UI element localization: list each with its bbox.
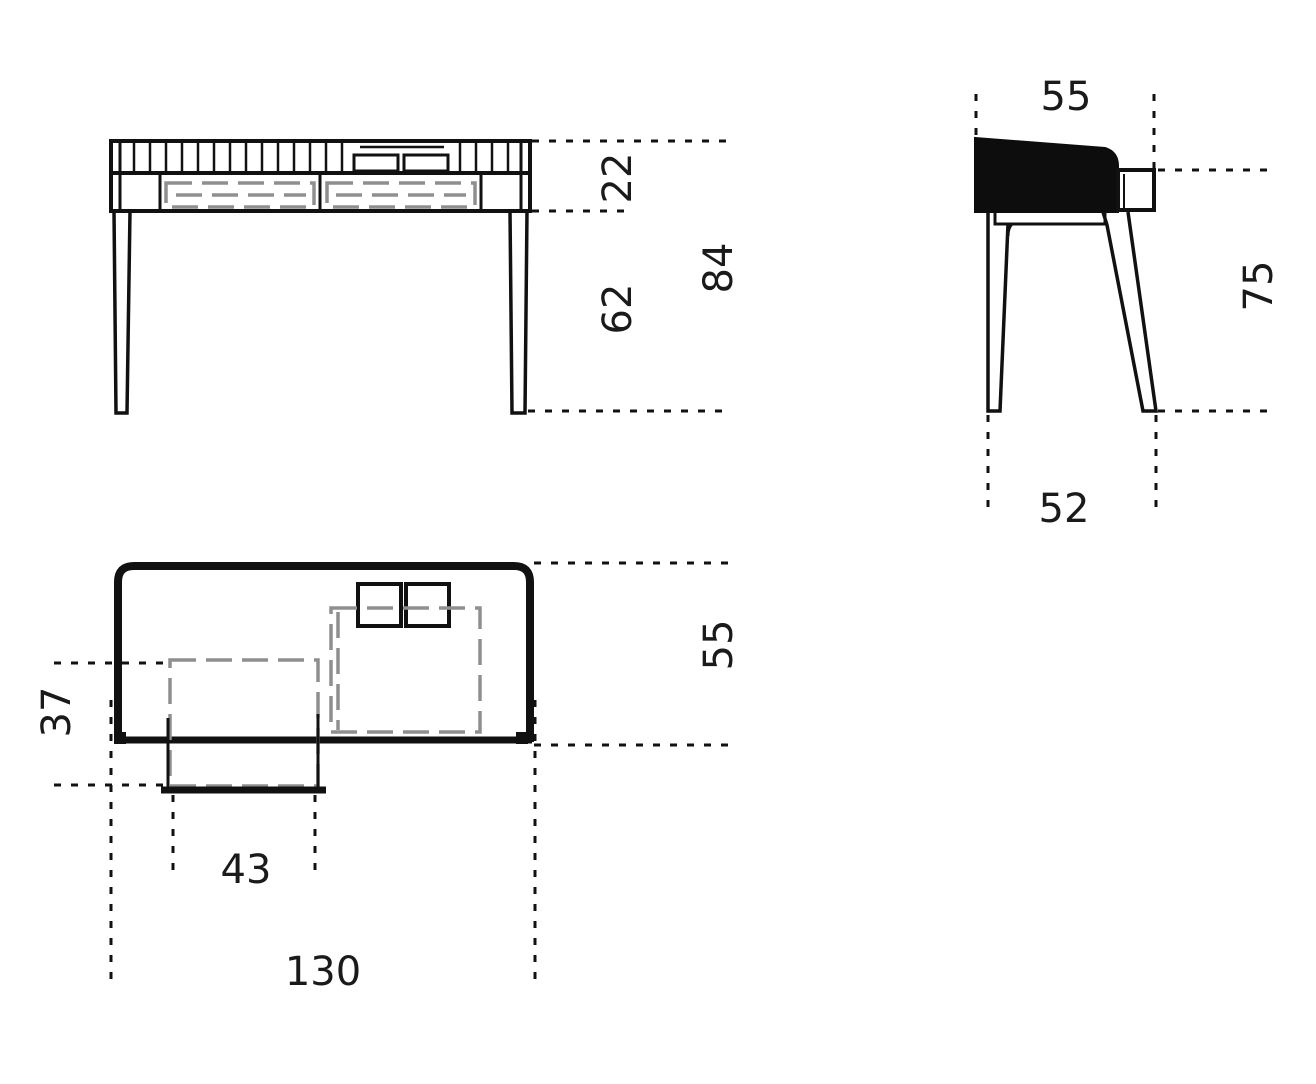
front-leg-left xyxy=(112,210,132,415)
side-stretcher xyxy=(993,212,1107,226)
side-drawer xyxy=(1116,168,1156,212)
side-body xyxy=(974,136,1119,213)
side-leg-front xyxy=(986,212,1010,413)
side-view: 55 52 75 xyxy=(974,74,1282,532)
plan-depth-label: 55 xyxy=(696,620,742,671)
plan-total-width-label: 130 xyxy=(285,949,361,995)
plan-tray-right xyxy=(404,582,451,628)
front-view: 22 62 84 xyxy=(109,139,742,415)
plan-leg-left xyxy=(114,732,126,744)
side-top-depth-label: 55 xyxy=(1041,74,1092,120)
side-height-label: 75 xyxy=(1236,261,1282,312)
front-tray-left xyxy=(352,153,400,173)
front-leg-right xyxy=(508,210,529,415)
plan-view: 55 37 43 130 xyxy=(34,561,742,995)
front-hidden-drawers xyxy=(164,181,477,209)
front-slats xyxy=(132,143,510,171)
plan-hidden-drawer-right xyxy=(329,606,482,734)
side-leg-back xyxy=(1101,211,1159,413)
front-total-height-label: 84 xyxy=(696,243,742,294)
plan-tray-left xyxy=(356,582,403,628)
plan-hidden-drawer-left xyxy=(168,658,320,788)
front-leg-height-label: 62 xyxy=(595,284,641,335)
plan-drawer-depth-label: 37 xyxy=(34,687,80,738)
plan-top-outline xyxy=(114,562,534,742)
plan-drawer-width-label: 43 xyxy=(221,847,272,893)
plan-leg-right xyxy=(516,732,528,744)
side-bottom-depth-label: 52 xyxy=(1039,486,1090,532)
front-tray-right xyxy=(402,153,450,173)
front-top-height-label: 22 xyxy=(595,153,641,204)
